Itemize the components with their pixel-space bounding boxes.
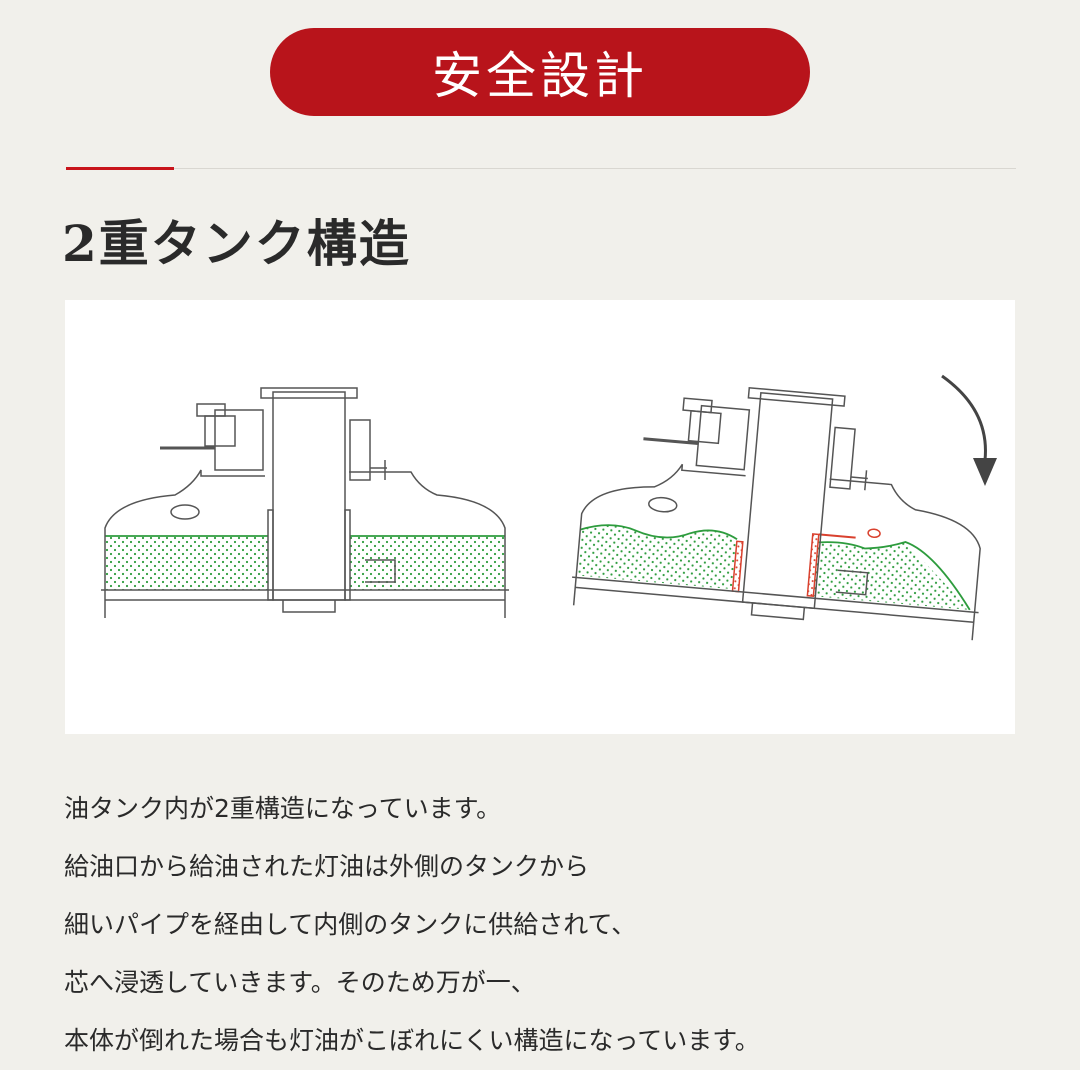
banner-title: 安全設計: [432, 47, 648, 105]
tilted-heater-diagram: [572, 386, 981, 641]
divider-accent: [66, 167, 174, 170]
description-text: 油タンク内が2重構造になっています。 給油口から給油された灯油は外側のタンクから…: [64, 780, 1024, 1070]
curved-arrow-icon: [941, 374, 997, 486]
description-line: 芯へ浸透していきます。そのため万が一、: [64, 968, 536, 997]
divider-line: [66, 168, 1016, 169]
description-line: 給油口から給油された灯油は外側のタンクから: [64, 852, 590, 881]
description-line: 本体が倒れた場合も灯油がこぼれにくい構造になっています。: [64, 1026, 760, 1055]
upright-heater-diagram: [101, 387, 509, 618]
description-line: 細いパイプを経由して内側のタンクに供給されて、: [64, 910, 637, 939]
section-heading: 2重タンク構造: [62, 214, 411, 273]
section-title-banner: 安全設計: [270, 28, 810, 116]
tank-diagram-figure: [65, 300, 1015, 734]
description-line: 油タンク内が2重構造になっています。: [64, 794, 502, 823]
